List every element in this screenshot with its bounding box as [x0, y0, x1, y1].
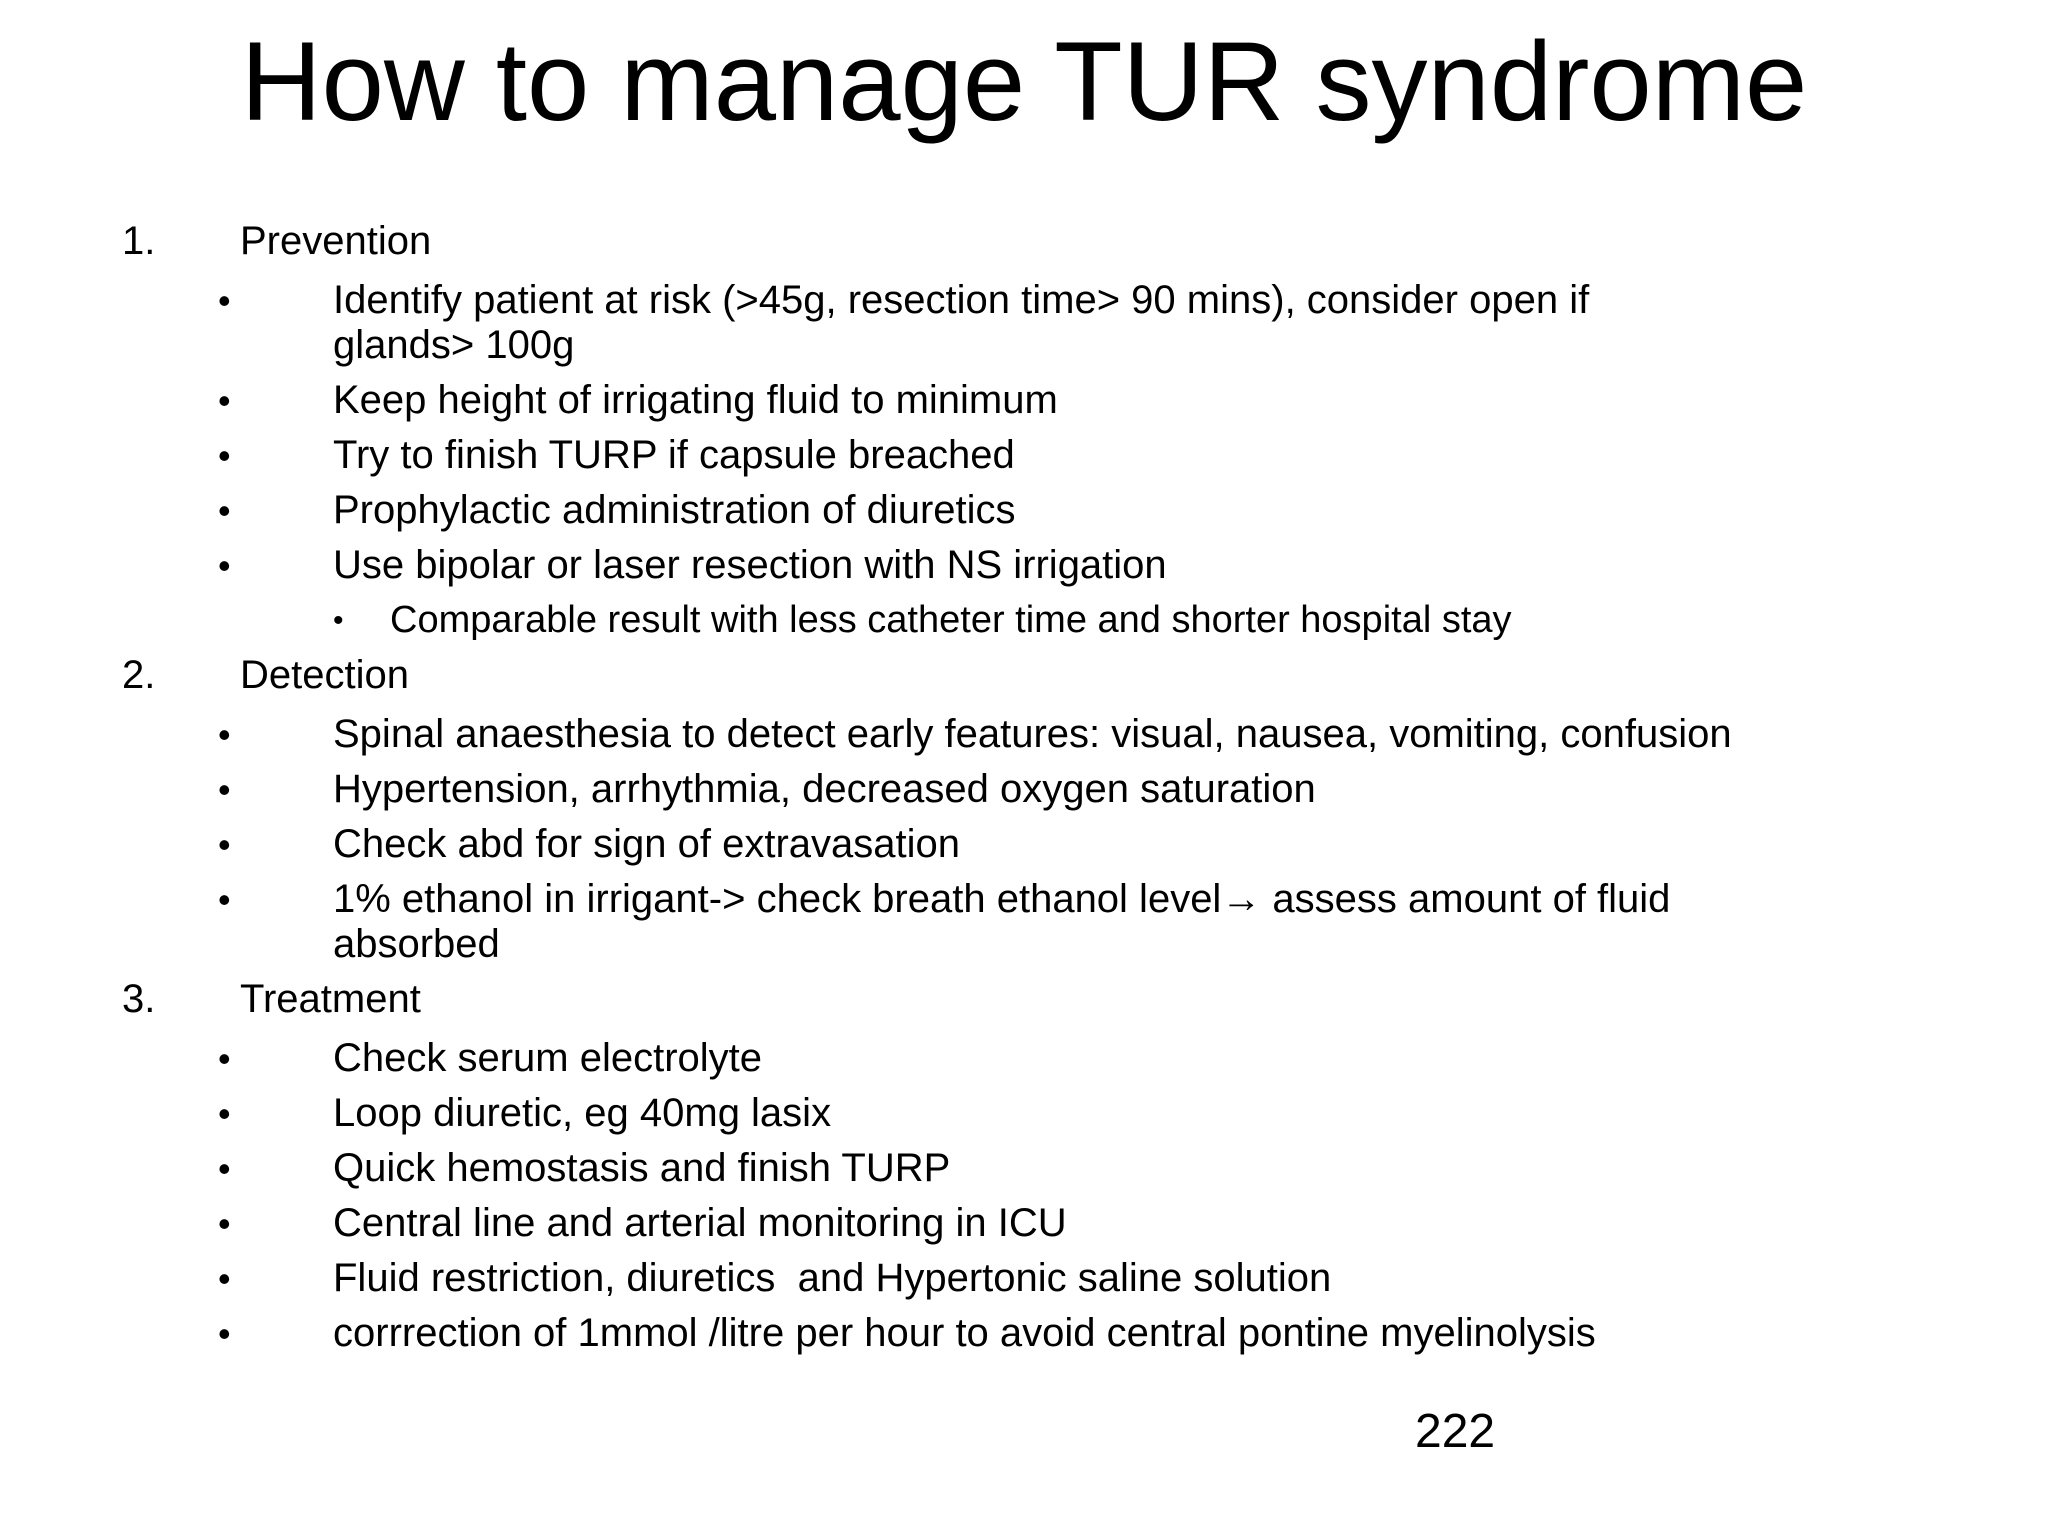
section-heading: Detection — [240, 653, 409, 697]
bullet-icon: • — [218, 380, 231, 421]
list-item-text: Quick hemostasis and finish TURP — [333, 1146, 951, 1190]
list-item-text: 1% ethanol in irrigant-> check breath et… — [333, 877, 1671, 966]
list-item-text: Check abd for sign of extravasation — [333, 822, 961, 866]
bullet-icon: • — [218, 545, 231, 586]
list-item: • Prophylactic administration of diureti… — [0, 488, 2048, 533]
bullet-icon: • — [218, 824, 231, 865]
list-item: • 1% ethanol in irrigant-> check breath … — [0, 877, 2048, 967]
list-item-sub: • Comparable result with less catheter t… — [0, 598, 2048, 643]
section-heading: Prevention — [240, 219, 432, 263]
list-item: • Loop diuretic, eg 40mg lasix — [0, 1091, 2048, 1136]
list-item-text: Try to finish TURP if capsule breached — [333, 433, 1015, 477]
bullet-icon: • — [218, 1203, 231, 1244]
section-heading: Treatment — [240, 977, 421, 1021]
list-item-text: Fluid restriction, diuretics and Hyperto… — [333, 1256, 1332, 1300]
list-number: 1. — [122, 219, 156, 263]
bullet-icon: • — [333, 604, 344, 637]
list-item-text: Prophylactic administration of diuretics — [333, 488, 1016, 532]
list-item-text: Comparable result with less catheter tim… — [390, 599, 1512, 641]
list-item-text: Keep height of irrigating fluid to minim… — [333, 378, 1058, 422]
bullet-icon: • — [218, 769, 231, 810]
list-item-text: Hypertension, arrhythmia, decreased oxyg… — [333, 767, 1316, 811]
list-number: 3. — [122, 977, 156, 1021]
list-item-numbered: 2. Detection — [0, 653, 2048, 698]
list-item: • Check serum electrolyte — [0, 1036, 2048, 1081]
list-item: • Use bipolar or laser resection with NS… — [0, 543, 2048, 588]
list-item-text: Check serum electrolyte — [333, 1036, 763, 1080]
list-item-numbered: 3. Treatment — [0, 977, 2048, 1022]
list-item-text: Central line and arterial monitoring in … — [333, 1201, 1067, 1245]
bullet-icon: • — [218, 1093, 231, 1134]
bullet-icon: • — [218, 490, 231, 531]
bullet-icon: • — [218, 435, 231, 476]
page-number: 222 — [1415, 1405, 1496, 1458]
list-item-text: corrrection of 1mmol /litre per hour to … — [333, 1311, 1596, 1355]
list-item-text: Spinal anaesthesia to detect early featu… — [333, 712, 1732, 756]
list-item-numbered: 1. Prevention — [0, 219, 2048, 264]
slide-title: How to manage TUR syndrome — [240, 19, 1808, 144]
list-number: 2. — [122, 653, 156, 697]
section-detection: 2. Detection • Spinal anaesthesia to det… — [0, 653, 2048, 967]
bullet-icon: • — [218, 280, 231, 321]
bullet-icon: • — [218, 1258, 231, 1299]
slide-body: 1. Prevention • Identify patient at risk… — [0, 219, 2048, 1366]
bullet-icon: • — [218, 1038, 231, 1079]
list-item: • Try to finish TURP if capsule breached — [0, 433, 2048, 478]
list-item: • Central line and arterial monitoring i… — [0, 1201, 2048, 1246]
list-item: • Fluid restriction, diuretics and Hyper… — [0, 1256, 2048, 1301]
bullet-icon: • — [218, 879, 231, 920]
list-item: • Identify patient at risk (>45g, resect… — [0, 278, 2048, 368]
list-item: • Check abd for sign of extravasation — [0, 822, 2048, 867]
list-item: • Quick hemostasis and finish TURP — [0, 1146, 2048, 1191]
bullet-icon: • — [218, 714, 231, 755]
list-item-text: Use bipolar or laser resection with NS i… — [333, 543, 1167, 587]
list-item: • Hypertension, arrhythmia, decreased ox… — [0, 767, 2048, 812]
section-treatment: 3. Treatment • Check serum electrolyte •… — [0, 977, 2048, 1356]
list-item-text: Identify patient at risk (>45g, resectio… — [333, 278, 1590, 367]
list-item: • corrrection of 1mmol /litre per hour t… — [0, 1311, 2048, 1356]
bullet-icon: • — [218, 1313, 231, 1354]
bullet-icon: • — [218, 1148, 231, 1189]
list-item: • Keep height of irrigating fluid to min… — [0, 378, 2048, 423]
list-item: • Spinal anaesthesia to detect early fea… — [0, 712, 2048, 757]
list-item-text: Loop diuretic, eg 40mg lasix — [333, 1091, 832, 1135]
section-prevention: 1. Prevention • Identify patient at risk… — [0, 219, 2048, 643]
